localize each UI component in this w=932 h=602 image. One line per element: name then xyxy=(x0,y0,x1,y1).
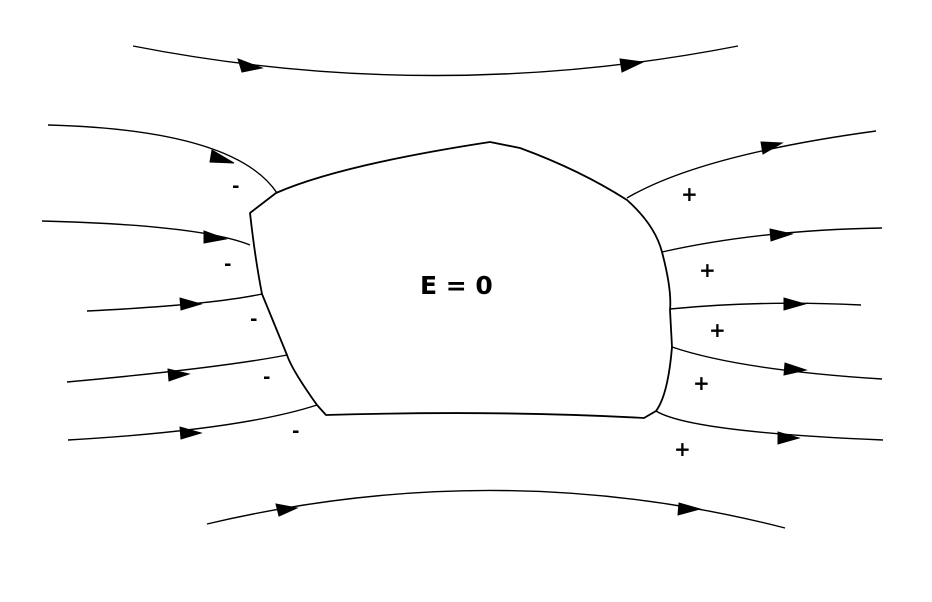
negative-charge: - xyxy=(224,254,231,275)
field-line-left-5 xyxy=(67,404,318,441)
field-arrow-bottom-right xyxy=(677,502,702,516)
conductor-body xyxy=(249,141,673,419)
field-line-left-3 xyxy=(86,293,263,312)
negative-charge: - xyxy=(292,421,299,442)
positive-charge: + xyxy=(699,258,716,282)
field-arrow-bottom-left xyxy=(275,503,299,517)
field-arrow-top-left xyxy=(237,58,264,73)
field-arrow-left-5 xyxy=(179,426,203,440)
field-line-right-4 xyxy=(671,346,883,380)
field-line-left-2 xyxy=(41,220,251,246)
field-arrow-right-4 xyxy=(783,362,808,376)
field-line-right-5 xyxy=(655,410,884,441)
negative-charge: - xyxy=(232,176,239,197)
field-line-right-1 xyxy=(626,130,877,199)
positive-charge: + xyxy=(693,371,710,395)
field-arrow-top-right xyxy=(619,58,645,73)
field-line-right-3 xyxy=(669,302,862,310)
field-line-right-2 xyxy=(661,227,883,253)
negative-charge: - xyxy=(250,309,257,330)
field-arrow-left-2 xyxy=(203,230,228,244)
field-arrow-left-4 xyxy=(167,368,191,382)
field-line-left-1 xyxy=(47,124,278,194)
field-arrow-right-1 xyxy=(760,141,784,155)
positive-charge: + xyxy=(681,182,698,206)
field-arrow-right-2 xyxy=(769,228,794,242)
field-arrow-left-3 xyxy=(179,297,203,311)
field-line-top xyxy=(132,45,739,77)
field-arrow-right-5 xyxy=(777,431,801,445)
interior-field-label: E = 0 xyxy=(420,271,493,300)
positive-charge: + xyxy=(674,437,691,461)
positive-charge: + xyxy=(709,318,726,342)
field-arrow-right-3 xyxy=(783,297,807,311)
field-arrow-left-1 xyxy=(209,149,235,164)
field-line-left-4 xyxy=(66,354,288,383)
negative-charge: - xyxy=(263,367,270,388)
